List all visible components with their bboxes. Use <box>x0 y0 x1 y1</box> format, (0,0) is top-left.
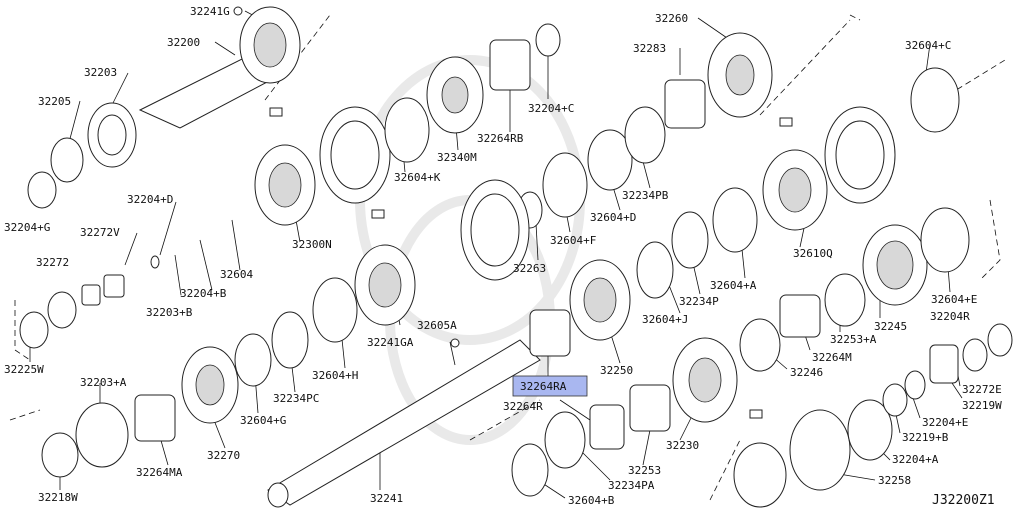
label-32604-d[interactable]: 32604+D <box>590 211 636 224</box>
label-32218W[interactable]: 32218W <box>38 491 78 504</box>
label-32203-a[interactable]: 32203+A <box>80 376 127 389</box>
label-32264RB[interactable]: 32264RB <box>477 132 524 145</box>
label-32604-b[interactable]: 32604+B <box>568 494 615 507</box>
label-32241GA[interactable]: 32241GA <box>367 336 414 349</box>
label-32234PC[interactable]: 32234PC <box>273 392 319 405</box>
label-32250[interactable]: 32250 <box>600 364 633 377</box>
label-32204R[interactable]: 32204R <box>930 310 970 323</box>
label-32203[interactable]: 32203 <box>84 66 117 79</box>
label-32264M[interactable]: 32264M <box>812 351 852 364</box>
label-32604-e[interactable]: 32604+E <box>931 293 977 306</box>
label-32246[interactable]: 32246 <box>790 366 823 379</box>
label-32241G[interactable]: 32241G <box>190 5 230 18</box>
label-32270[interactable]: 32270 <box>207 449 240 462</box>
part-labels: 32241G 32200 32203 32205 32204+G 32204+D… <box>4 5 1002 508</box>
label-32604-c[interactable]: 32604+C <box>905 39 951 52</box>
label-32272[interactable]: 32272 <box>36 256 69 269</box>
label-32253[interactable]: 32253 <box>628 464 661 477</box>
label-32204-d[interactable]: 32204+D <box>127 193 173 206</box>
label-32253-a[interactable]: 32253+A <box>830 333 877 346</box>
label-32604-h[interactable]: 32604+H <box>312 369 358 382</box>
label-32204-b[interactable]: 32204+B <box>180 287 227 300</box>
label-32604-a[interactable]: 32604+A <box>710 279 757 292</box>
label-32230[interactable]: 32230 <box>666 439 699 452</box>
label-32245[interactable]: 32245 <box>874 320 907 333</box>
label-32610Q[interactable]: 32610Q <box>793 247 833 260</box>
label-32260[interactable]: 32260 <box>655 12 688 25</box>
label-32205[interactable]: 32205 <box>38 95 71 108</box>
label-32605A[interactable]: 32605A <box>417 319 457 332</box>
label-32264RA-highlighted[interactable]: 32264RA <box>520 380 567 393</box>
label-32264R[interactable]: 32264R <box>503 400 543 413</box>
diagram-code: J32200Z1 <box>932 493 995 508</box>
label-32258[interactable]: 32258 <box>878 474 911 487</box>
label-32219W[interactable]: 32219W <box>962 399 1002 412</box>
label-32234PA[interactable]: 32234PA <box>608 479 655 492</box>
label-32604[interactable]: 32604 <box>220 268 253 281</box>
label-32241[interactable]: 32241 <box>370 492 403 505</box>
label-32204-a[interactable]: 32204+A <box>892 453 939 466</box>
label-32225W[interactable]: 32225W <box>4 363 44 376</box>
mechanical-parts <box>19 6 1013 508</box>
label-32340M[interactable]: 32340M <box>437 151 477 164</box>
label-32272E[interactable]: 32272E <box>962 383 1002 396</box>
label-32234PB[interactable]: 32234PB <box>622 189 669 202</box>
label-32604-k[interactable]: 32604+K <box>394 171 441 184</box>
label-32263[interactable]: 32263 <box>513 262 546 275</box>
label-32203-b[interactable]: 32203+B <box>146 306 193 319</box>
label-32283[interactable]: 32283 <box>633 42 666 55</box>
label-32604-j[interactable]: 32604+J <box>642 313 688 326</box>
highlight-box <box>512 375 588 397</box>
label-32604-f[interactable]: 32604+F <box>550 234 596 247</box>
label-32300N[interactable]: 32300N <box>292 238 332 251</box>
label-32200[interactable]: 32200 <box>167 36 200 49</box>
label-32204-c[interactable]: 32204+C <box>528 102 574 115</box>
label-32604-g[interactable]: 32604+G <box>240 414 286 427</box>
label-32204-g[interactable]: 32204+G <box>4 221 50 234</box>
label-32204-e[interactable]: 32204+E <box>922 416 968 429</box>
label-32264MA[interactable]: 32264MA <box>136 466 183 479</box>
label-32219-b[interactable]: 32219+B <box>902 431 949 444</box>
label-32272V[interactable]: 32272V <box>80 226 120 239</box>
label-32234P[interactable]: 32234P <box>679 295 719 308</box>
